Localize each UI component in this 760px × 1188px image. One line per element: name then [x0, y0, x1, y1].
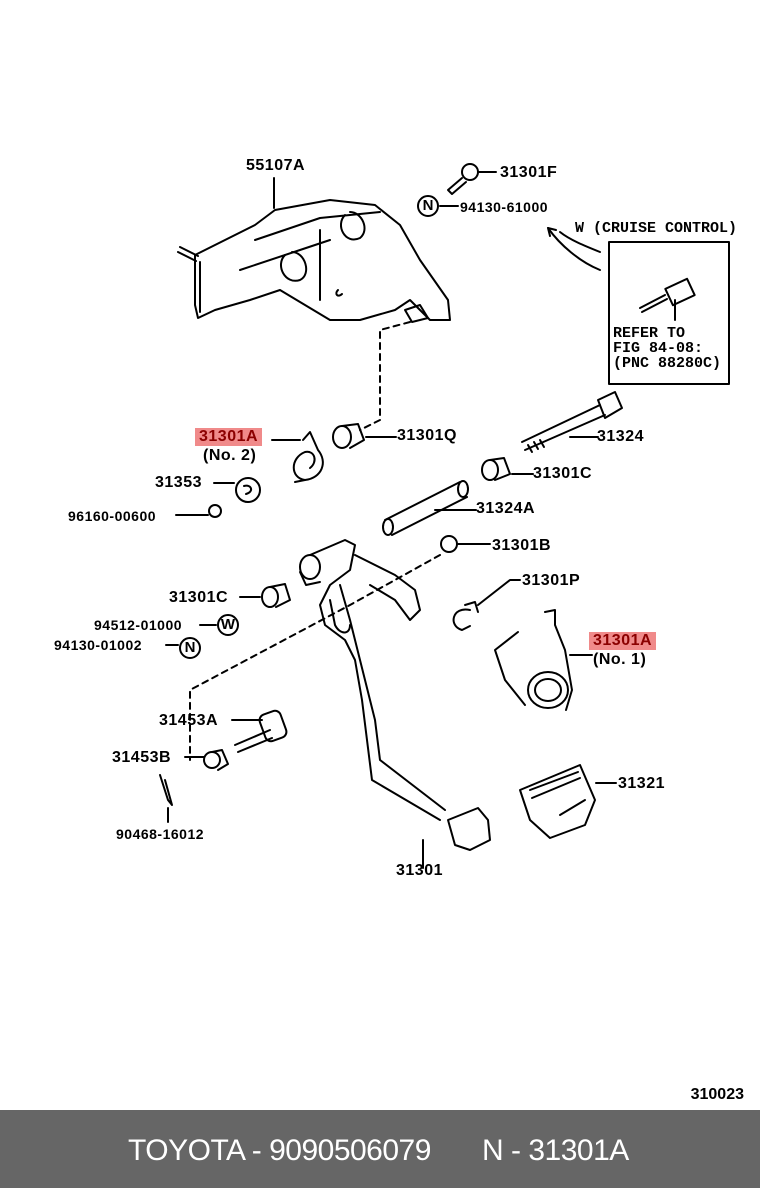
collar-31301C-right-drawing: [481, 457, 511, 481]
cruise-control-box: [608, 241, 730, 385]
pin-31301B-drawing: [440, 535, 458, 553]
part-label-55107A[interactable]: 55107A: [246, 157, 306, 174]
part-label-94130-61000[interactable]: 94130-61000: [460, 199, 549, 215]
part-label-31301C-left[interactable]: 31301C: [169, 589, 229, 606]
part-label-31301A-no2-sub: (No. 2): [203, 447, 257, 464]
cruise-control-title: W (CRUISE CONTROL): [575, 220, 738, 237]
clip-31301P-drawing: [452, 601, 479, 631]
part-label-31453A[interactable]: 31453A: [159, 712, 219, 729]
cotter-pin-90468-drawing: [159, 774, 173, 806]
pedal-arm-drawing: [299, 539, 491, 851]
nut-symbol-n-icon: N: [417, 195, 439, 217]
footer-bar: TOYOTA - 9090506079 N - 31301A: [0, 1110, 760, 1188]
cruise-note-line3: (PNC 88280C): [613, 355, 722, 372]
part-label-31301C-right[interactable]: 31301C: [533, 465, 593, 482]
spring-no2-drawing: [292, 431, 324, 483]
part-label-31353[interactable]: 31353: [155, 474, 202, 491]
part-label-31301[interactable]: 31301: [396, 862, 443, 879]
part-label-96160-00600[interactable]: 96160-00600: [68, 508, 157, 524]
bolt-31324-drawing: [521, 391, 623, 453]
cruise-note-line2: FIG 84-08:: [613, 340, 704, 357]
part-label-31324A[interactable]: 31324A: [476, 500, 536, 517]
part-label-90468-16012[interactable]: 90468-16012: [116, 826, 205, 842]
bolt-31301F-drawing: [447, 163, 497, 195]
clip-31353-drawing: [235, 477, 261, 503]
bushing-31301Q-drawing: [332, 423, 365, 449]
cruise-switch-drawing: [639, 277, 696, 321]
part-label-31301F[interactable]: 31301F: [500, 164, 558, 181]
part-label-31301P[interactable]: 31301P: [522, 572, 581, 589]
pedal-bracket-drawing: [177, 199, 451, 323]
figure-number: 310023: [690, 1086, 744, 1103]
part-label-94512-01000[interactable]: 94512-01000: [94, 617, 183, 633]
nut-96160-drawing: [208, 504, 222, 518]
part-label-31301B[interactable]: 31301B: [492, 537, 552, 554]
part-label-31324[interactable]: 31324: [597, 428, 644, 445]
part-label-31453B[interactable]: 31453B: [112, 749, 172, 766]
cruise-note-line1: REFER TO: [613, 325, 686, 342]
part-label-94130-01002[interactable]: 94130-01002: [54, 637, 143, 653]
part-label-31301A-no1[interactable]: 31301A: [589, 632, 657, 650]
nut-symbol-n-icon: N: [179, 637, 201, 659]
diagram-drawing: [159, 163, 730, 869]
part-label-31301A-no1-sub: (No. 1): [593, 651, 647, 668]
shaft-31324A-drawing: [382, 480, 469, 536]
collar-31301C-left-drawing: [261, 583, 291, 608]
footer-diagram-ref: N - 31301A: [482, 1134, 629, 1167]
part-label-31301Q[interactable]: 31301Q: [397, 427, 457, 444]
parts-diagram: 55107A 31301F N 94130-61000 W (CRUISE CO…: [54, 157, 744, 1103]
pin-31453A-drawing: [234, 709, 288, 753]
bushing-31453B-drawing: [203, 749, 229, 771]
footer-brand-part-number: TOYOTA - 9090506079: [128, 1134, 431, 1167]
pedal-pad-drawing: [519, 764, 596, 839]
spring-no1-drawing: [494, 609, 573, 711]
part-label-31321[interactable]: 31321: [618, 775, 665, 792]
part-label-31301A-no2[interactable]: 31301A: [195, 428, 263, 446]
washer-symbol-w-icon: W: [217, 614, 239, 636]
